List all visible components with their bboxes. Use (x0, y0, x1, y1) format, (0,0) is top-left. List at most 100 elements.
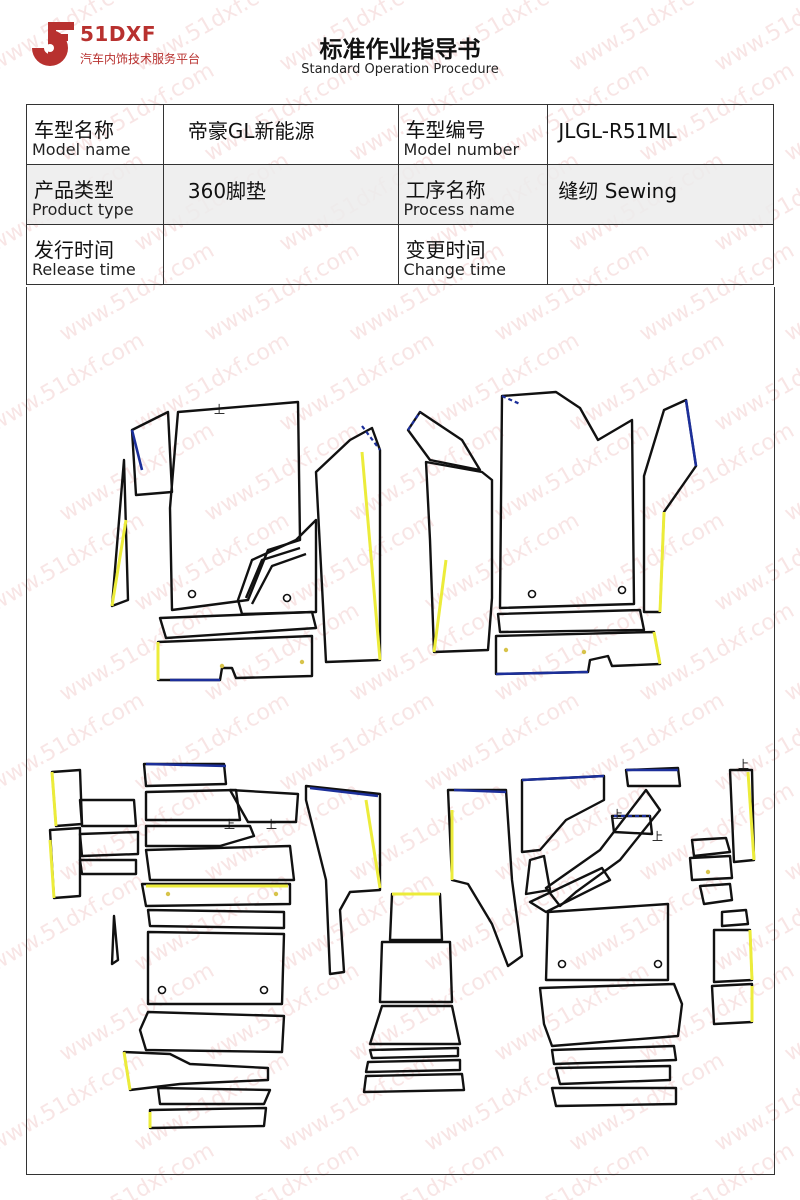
fixing-hole (282, 593, 292, 603)
pattern-piece (142, 762, 228, 788)
pattern-piece (250, 552, 307, 605)
change-time-label-en: Change time (403, 260, 507, 279)
seam-dot (273, 891, 279, 897)
blue-edge (684, 399, 698, 467)
seam-dot (581, 649, 587, 655)
pattern-piece (494, 630, 662, 676)
pattern-piece (364, 1058, 462, 1074)
pattern-piece (140, 882, 292, 908)
model-name-label-en: Model name (32, 140, 131, 159)
model-name-value-cell: 帝豪GL新能源 (162, 104, 399, 165)
process-name-label-en: Process name (403, 200, 515, 219)
page-header: 51DXF 汽车内饰技术服务平台 标准作业指导书 Standard Operat… (0, 0, 800, 104)
yellow-edge (48, 839, 56, 899)
product-type-label-en: Product type (32, 200, 134, 219)
process-name-label: 工序名称 Process name (397, 164, 549, 225)
pattern-piece (710, 982, 754, 1026)
pattern-piece (78, 830, 140, 858)
brand-name: 51DXF (80, 22, 157, 46)
pattern-piece (712, 928, 754, 984)
top-left-pattern-group (110, 400, 382, 682)
process-name-value: 缝纫 Sewing (558, 179, 678, 203)
pattern-piece (78, 858, 138, 876)
pattern-piece (688, 854, 734, 882)
bottom-center-pattern-group (362, 788, 524, 1094)
yellow-edge (110, 519, 128, 607)
yellow-edge (746, 771, 756, 861)
pattern-piece (496, 608, 646, 634)
brand-tagline: 汽车内饰技术服务平台 (80, 52, 201, 66)
release-time-label: 发行时间 Release time (26, 224, 164, 285)
pattern-piece (168, 400, 302, 612)
yellow-edge (432, 559, 448, 653)
blue-edge (495, 670, 589, 676)
product-type-value-cell: 360脚垫 (162, 164, 399, 225)
document-subtitle: Standard Operation Procedure (301, 62, 499, 77)
pattern-piece (498, 390, 636, 610)
pattern-piece (520, 774, 606, 854)
yellow-edge (50, 771, 58, 827)
model-number-value-cell: JLGL-R51ML (547, 104, 774, 165)
direction-mark: 上 (214, 403, 225, 416)
info-row-model: 车型名称 Model name 帝豪GL新能源 车型编号 Model numbe… (26, 104, 774, 165)
release-time-value-cell (162, 224, 399, 285)
fixing-hole (617, 585, 627, 595)
release-time-label-zh: 发行时间 (34, 238, 114, 262)
pattern-piece (690, 836, 732, 858)
product-type-label: 产品类型 Product type (26, 164, 164, 225)
change-time-label: 变更时间 Change time (397, 224, 549, 285)
yellow-edge (658, 511, 666, 613)
model-number-value: JLGL-R51ML (558, 119, 677, 143)
fixing-hole (259, 985, 269, 995)
top-right-pattern-group (406, 390, 698, 676)
pattern-piece (156, 1086, 272, 1106)
pattern-piece (138, 1010, 286, 1054)
pattern-piece (228, 788, 300, 824)
pattern-piece (720, 908, 750, 928)
yellow-edge (360, 451, 382, 661)
pattern-piece (368, 1046, 460, 1060)
model-name-value: 帝豪GL新能源 (187, 119, 315, 143)
document-title: 标准作业指导书 (319, 37, 481, 63)
info-table: 车型名称 Model name 帝豪GL新能源 车型编号 Model numbe… (26, 104, 774, 285)
direction-mark: 上 (266, 818, 277, 831)
pattern-piece (544, 788, 662, 908)
direction-mark: 上 (224, 818, 235, 831)
model-name-label-zh: 车型名称 (34, 118, 114, 142)
brand-logo[interactable]: 51DXF 汽车内饰技术服务平台 (22, 16, 242, 80)
pattern-piece (698, 882, 734, 906)
blue-edge (453, 788, 507, 794)
pattern-piece (528, 866, 612, 914)
pattern-piece (538, 982, 684, 1048)
pattern-piece (122, 1050, 270, 1092)
blue-edge (130, 429, 144, 471)
pattern-piece (446, 788, 524, 968)
pattern-piece (156, 634, 314, 682)
yellow-edge (122, 1051, 132, 1091)
seam-dot (705, 869, 711, 875)
pattern-piece (144, 788, 242, 822)
blue-dashed-edge (501, 394, 521, 406)
pattern-piece (544, 902, 670, 982)
fixing-hole (527, 589, 537, 599)
blue-edge (309, 786, 379, 798)
pattern-piece (642, 398, 698, 614)
direction-mark: 上 (738, 758, 749, 771)
fixing-hole (157, 985, 167, 995)
pattern-piece (368, 1004, 462, 1046)
model-number-label-zh: 车型编号 (405, 118, 486, 142)
seam-dot (503, 647, 509, 653)
fixing-hole (557, 959, 567, 969)
pattern-piece (78, 798, 138, 828)
change-time-label-zh: 变更时间 (405, 238, 486, 262)
process-name-label-zh: 工序名称 (405, 178, 486, 202)
direction-mark: 上 (612, 808, 623, 821)
model-number-label: 车型编号 Model number (397, 104, 549, 165)
bottom-right-pattern-group (520, 766, 756, 1108)
release-time-label-en: Release time (32, 260, 136, 279)
pattern-piece (304, 784, 382, 976)
pattern-piece (144, 824, 256, 848)
product-type-label-zh: 产品类型 (34, 178, 114, 202)
fixing-hole (653, 959, 663, 969)
